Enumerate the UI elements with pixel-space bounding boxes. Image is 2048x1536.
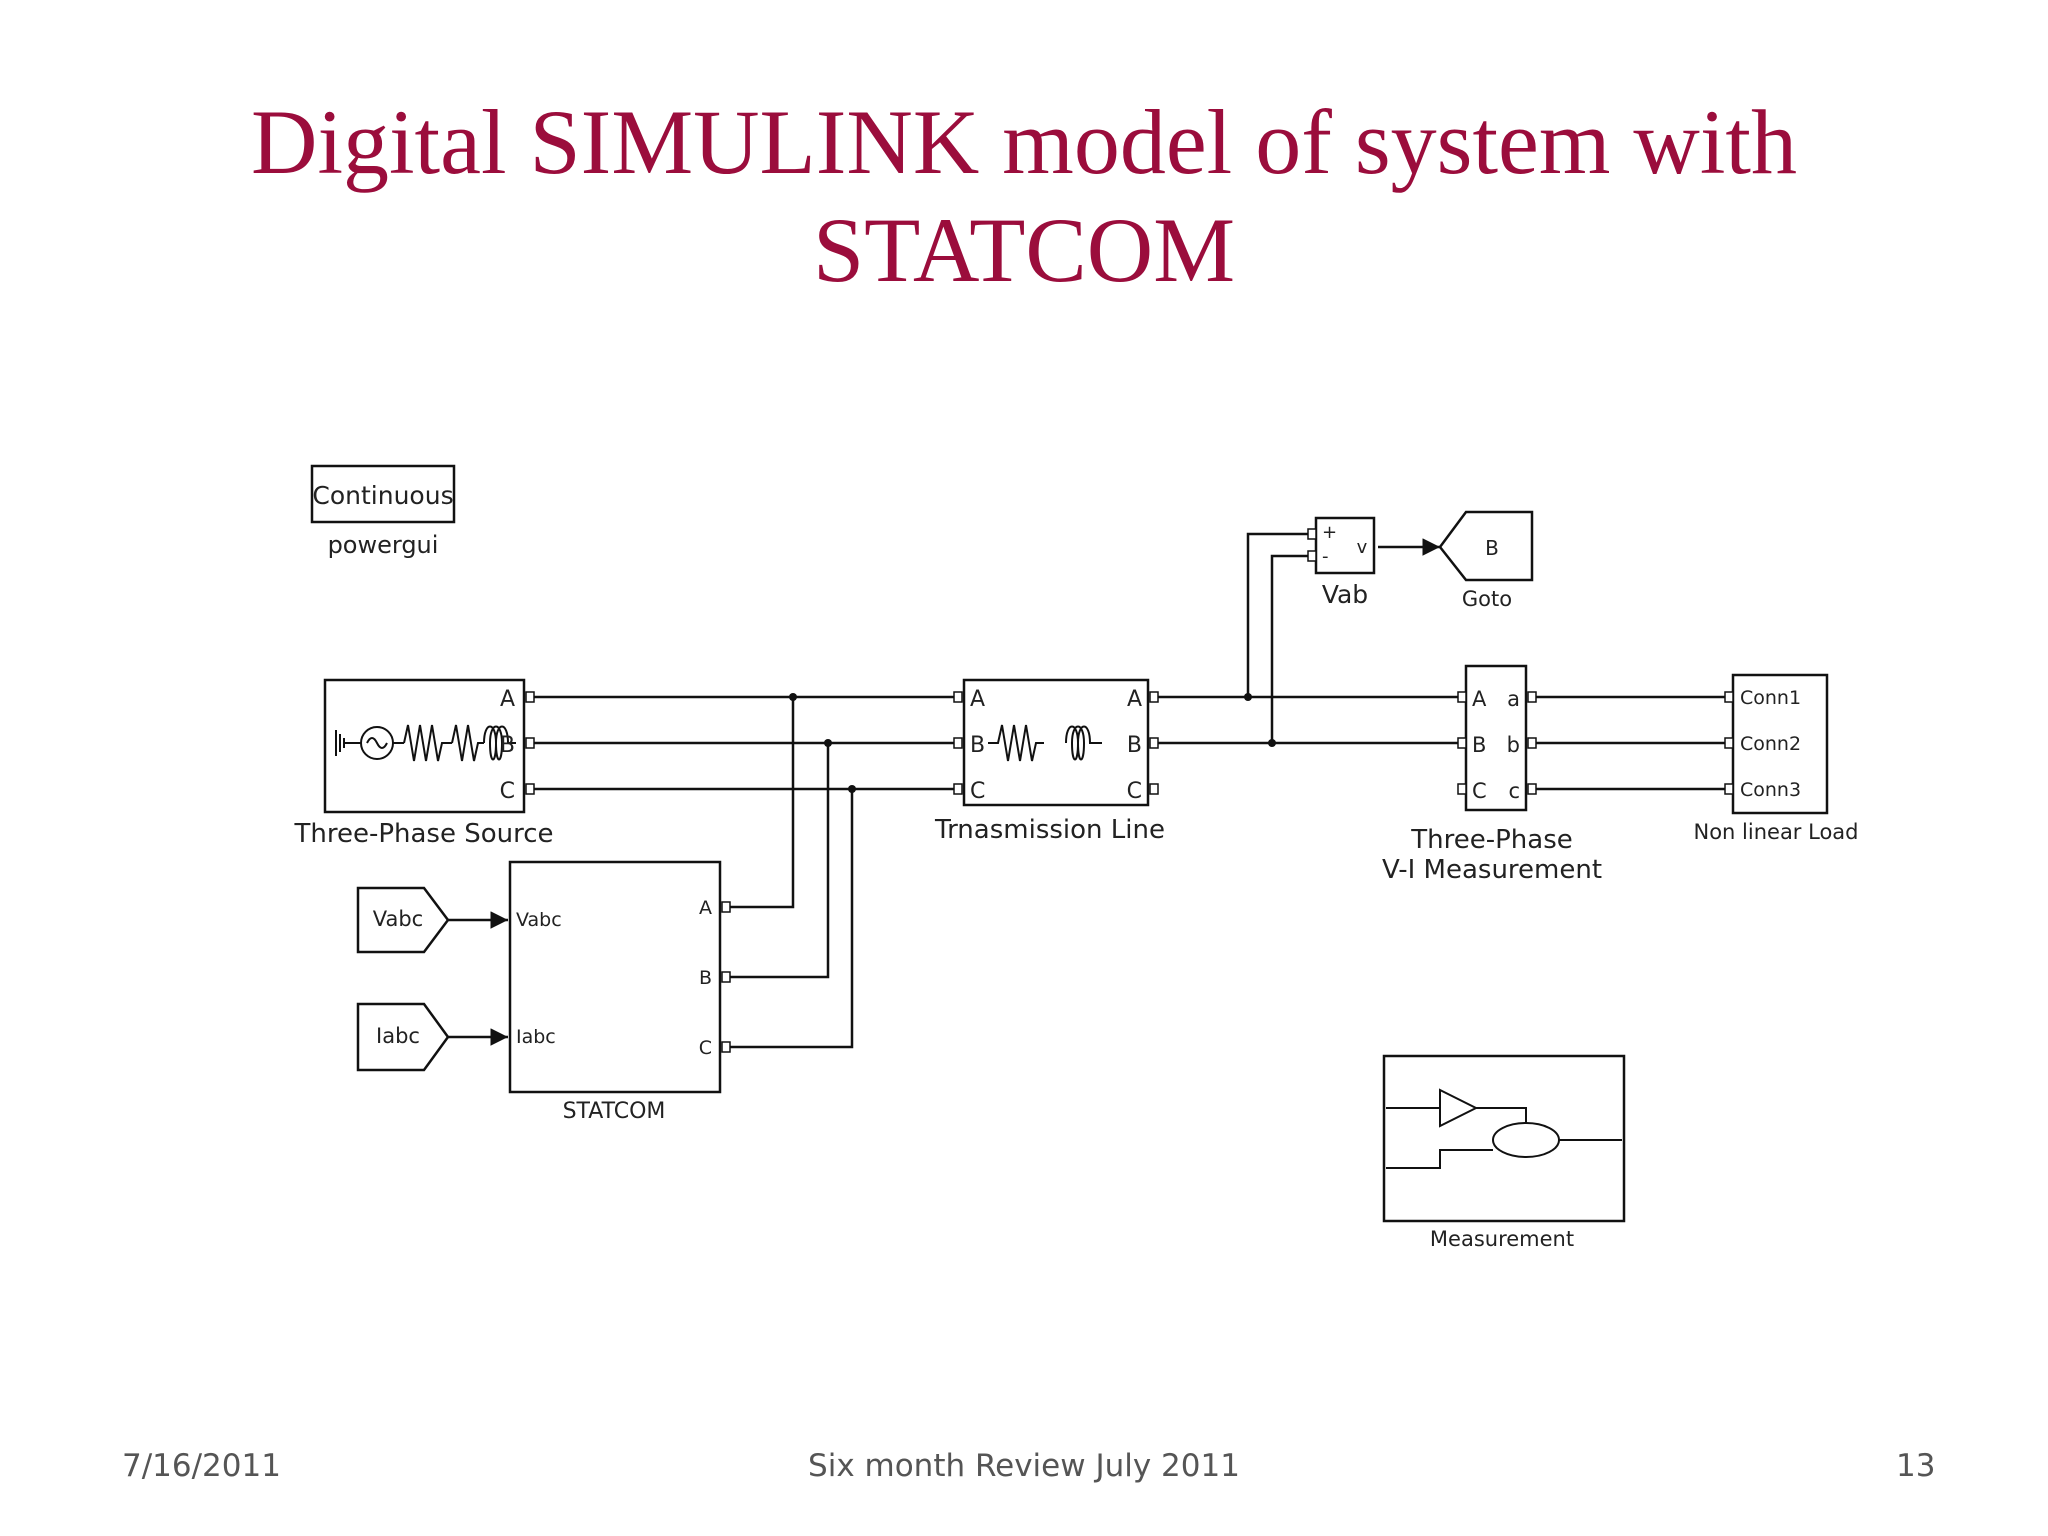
statcom-out-a: A — [699, 897, 712, 919]
resistor-icon — [403, 724, 452, 762]
junction-dot — [1244, 693, 1252, 701]
powergui-block[interactable]: Continuous powergui — [310, 464, 456, 559]
footer-date: 7/16/2011 — [122, 1448, 281, 1484]
junction-dots — [789, 693, 1276, 793]
junction-dot — [1268, 739, 1276, 747]
load-port-conn3: Conn3 — [1740, 779, 1801, 801]
line-in-port-c: C — [970, 779, 985, 804]
vimeas-caption-line2: V-I Measurement — [1382, 855, 1602, 885]
vab-out-label: v — [1357, 537, 1368, 558]
wire-statcom-a — [730, 697, 795, 909]
goto-tag: B — [1485, 536, 1499, 560]
powergui-mode-label: Continuous — [312, 481, 453, 510]
wire-vab-plus — [1246, 532, 1314, 697]
vimeas-in-port-a: A — [1472, 687, 1487, 711]
line-in-port-a: A — [970, 687, 985, 712]
wire-statcom-c — [730, 789, 854, 1049]
wire-statcom-b — [730, 743, 830, 979]
vimeas-in-port-b: B — [1472, 733, 1486, 757]
goto-block[interactable]: B Goto — [1438, 510, 1534, 611]
vimeas-out-port-a: a — [1507, 687, 1520, 711]
nonlinear-load-block[interactable]: Conn1 Conn2 Conn3 Non linear Load — [1694, 673, 1859, 844]
source-port-c: C — [500, 779, 515, 804]
slide-title-line1: Digital SIMULINK model of system with — [251, 91, 1797, 193]
vimeas-out-port-b: b — [1507, 733, 1520, 757]
transmission-line-block[interactable]: A B C A B C Trnasmission Line — [934, 678, 1165, 845]
source-port-b: B — [500, 733, 515, 758]
three-phase-source-block[interactable]: A B C Three-Phase Source — [293, 678, 554, 849]
from-vabc-tag: Vabc — [373, 907, 423, 931]
ground-icon — [335, 730, 362, 756]
vi-measurement-block[interactable]: A B C a b c Three-Phase V-I Measurement — [1382, 664, 1602, 885]
goto-caption: Goto — [1462, 587, 1512, 611]
line-out-port-b: B — [1127, 733, 1142, 758]
statcom-out-c: C — [699, 1037, 712, 1059]
vimeas-in-port-c: C — [1472, 779, 1487, 803]
measurement-caption: Measurement — [1430, 1227, 1574, 1251]
line-out-port-c: C — [1127, 779, 1142, 804]
from-iabc-block[interactable]: Iabc — [356, 1002, 450, 1072]
powergui-caption: powergui — [328, 531, 439, 559]
inductor-icon — [1065, 725, 1102, 761]
statcom-block[interactable]: Vabc Iabc A B C STATCOM — [508, 860, 731, 1124]
line-caption: Trnasmission Line — [934, 815, 1165, 845]
vab-plus-label: + — [1322, 522, 1337, 543]
from-vabc-block[interactable]: Vabc — [356, 886, 450, 954]
ac-source-icon — [360, 726, 404, 760]
statcom-out-b: B — [699, 967, 712, 989]
wires — [448, 532, 1725, 1049]
vab-minus-label: - — [1322, 546, 1329, 567]
from-iabc-tag: Iabc — [376, 1024, 420, 1048]
inductor-icon — [483, 725, 516, 761]
slide-title-line2: STATCOM — [812, 199, 1236, 301]
wire-vab-minus — [1270, 554, 1314, 743]
measurement-inner-schematic — [1386, 1088, 1622, 1169]
resistor-icon — [451, 724, 484, 762]
statcom-caption: STATCOM — [563, 1099, 666, 1124]
line-in-port-b: B — [970, 733, 985, 758]
vab-caption: Vab — [1322, 580, 1368, 609]
statcom-in-iabc: Iabc — [516, 1026, 556, 1048]
resistor-icon — [988, 724, 1044, 762]
slide-title: Digital SIMULINK model of system with ST… — [0, 88, 2048, 304]
line-out-port-a: A — [1127, 687, 1142, 712]
source-port-a: A — [500, 687, 515, 712]
footer-page-number: 13 — [1896, 1448, 1936, 1484]
footer-center-text: Six month Review July 2011 — [808, 1448, 1240, 1484]
vab-voltage-measurement-block[interactable]: + - v Vab — [1307, 516, 1376, 609]
measurement-block[interactable]: Measurement — [1382, 1054, 1626, 1251]
junction-dot — [848, 785, 856, 793]
statcom-in-vabc: Vabc — [516, 909, 562, 931]
junction-dot — [789, 693, 797, 701]
source-caption: Three-Phase Source — [293, 819, 553, 849]
load-port-conn1: Conn1 — [1740, 687, 1801, 709]
junction-dot — [824, 739, 832, 747]
load-caption: Non linear Load — [1694, 820, 1859, 844]
vimeas-caption-line1: Three-Phase — [1410, 825, 1572, 855]
load-port-conn2: Conn2 — [1740, 733, 1801, 755]
vimeas-out-port-c: c — [1508, 779, 1520, 803]
